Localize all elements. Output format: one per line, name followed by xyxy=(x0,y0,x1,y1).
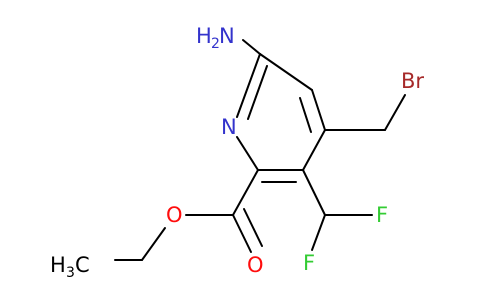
bond-c4-c3 xyxy=(302,129,326,171)
bond-n1-c6 xyxy=(236,53,261,118)
bond-c5-c4 xyxy=(311,89,326,131)
methyl-h-label: H xyxy=(50,253,66,277)
bond-o-ch2 xyxy=(141,227,166,261)
bond-chf2-f2 xyxy=(311,214,326,251)
amino-h-label: H xyxy=(196,24,212,48)
methyl-c-label: C xyxy=(75,253,90,277)
bond-c5-c4-inner xyxy=(299,97,312,133)
fluorine-2-label: F xyxy=(303,251,315,275)
bond-ester-co-2 xyxy=(243,208,263,247)
fluorine-1-label: F xyxy=(376,203,388,227)
ring-nitrogen-label: N xyxy=(221,115,237,139)
bond-ester-co-1 xyxy=(232,214,252,253)
bond-c6-c5 xyxy=(259,53,313,91)
bond-n1-c6-inner xyxy=(247,65,268,120)
bromine-label: Br xyxy=(401,69,424,93)
carbonyl-oxygen-label: O xyxy=(247,253,264,277)
bond-c2-ester xyxy=(232,169,259,216)
bond-c2-n1 xyxy=(236,136,259,171)
bond-c3-chf2 xyxy=(302,169,326,216)
amino-subscript: 2 xyxy=(211,36,220,52)
ester-oxygen-label: O xyxy=(166,203,183,227)
methyl-subscript: 3 xyxy=(66,265,75,281)
amino-n-label: N xyxy=(219,24,235,48)
bond-c6-nh2 xyxy=(242,39,261,55)
bond-ch2-br xyxy=(384,94,406,131)
